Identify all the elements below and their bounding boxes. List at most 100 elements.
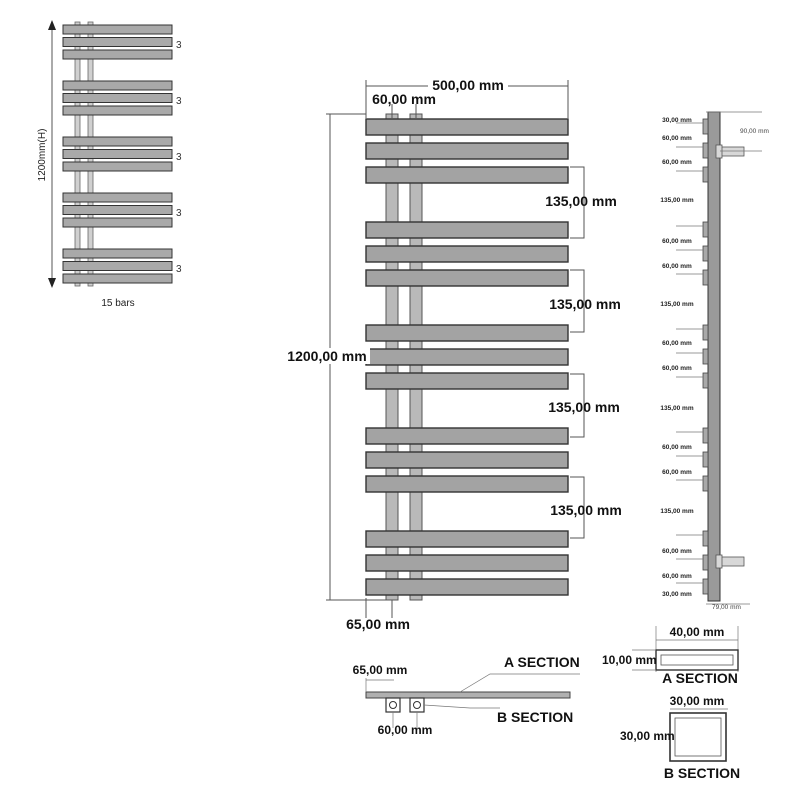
a-section-title: A SECTION: [662, 670, 738, 686]
side-spacing-label: 60,00 mm: [662, 340, 692, 347]
side-spacing-label: 135,00 mm: [660, 508, 693, 515]
front-bar: [365, 166, 569, 184]
thumbnail-bar: [62, 261, 173, 271]
width-dimension: 500,00 mm: [365, 77, 569, 118]
thumbnail-height-arrow: [48, 20, 56, 288]
bottom-offset-label: 65,00 mm: [346, 616, 410, 632]
thumbnail-bar: [62, 24, 173, 35]
side-spacing-label: 60,00 mm: [662, 263, 692, 270]
width-label: 500,00 mm: [432, 77, 504, 93]
side-bar-stub: [702, 166, 709, 183]
front-bar: [365, 324, 569, 342]
front-bar: [365, 118, 569, 136]
front-bar: [365, 475, 569, 493]
bottom-depth-label: 79,00 mm: [712, 604, 741, 611]
a-section-profile: [655, 649, 739, 671]
side-bar-stub: [702, 475, 709, 492]
thumbnail-bar: [62, 37, 173, 47]
a-section: 40,00 mm 10,00 mm A SECTION: [602, 625, 739, 686]
height-label: 1200,00 mm: [287, 348, 366, 364]
side-spacing-label: 30,00 mm: [662, 591, 692, 598]
thumbnail-bar: [62, 205, 173, 215]
thumbnail-bar: [62, 192, 173, 203]
side-spacing-label: 135,00 mm: [660, 197, 693, 204]
height-dimension: 1200,00 mm: [286, 113, 386, 601]
gap-label: 135,00 mm: [550, 502, 622, 518]
front-bar: [365, 451, 569, 469]
thumbnail-bar: [62, 80, 173, 91]
side-bar-stub: [702, 348, 709, 365]
side-spacing-label: 30,00 mm: [662, 117, 692, 124]
side-bar-stub: [702, 324, 709, 341]
front-bar: [365, 578, 569, 596]
thumbnail-group-counts: 3 3 3 3 3: [176, 40, 182, 275]
front-bar: [365, 554, 569, 572]
thumbnail-bar: [62, 93, 173, 103]
side-bar-stub: [702, 245, 709, 262]
plan-bar: [365, 691, 571, 699]
side-spacing-label: 60,00 mm: [662, 135, 692, 142]
side-bar-stub: [702, 372, 709, 389]
pipe-spacing-dimension: 60,00 mm: [372, 91, 436, 118]
gap-label: 135,00 mm: [545, 193, 617, 209]
side-bar-stub: [702, 118, 709, 135]
side-spacing-label: 60,00 mm: [662, 159, 692, 166]
side-bar-stub: [702, 269, 709, 286]
b-section-height-label: 30,00 mm: [620, 729, 675, 743]
front-view: 500,00 mm 60,00 mm 1200,00 mm 65,00 mm 1…: [286, 77, 622, 632]
group-count: 3: [176, 208, 182, 219]
side-spacing-label: 60,00 mm: [662, 238, 692, 245]
top-depth-label: 90,00 mm: [740, 128, 769, 135]
front-bar: [365, 372, 569, 390]
plan-offset-label: 65,00 mm: [353, 663, 408, 677]
plan-pipe-left: [385, 697, 401, 713]
a-section-pointer: A SECTION: [504, 654, 580, 670]
group-count: 3: [176, 264, 182, 275]
gap-label: 135,00 mm: [549, 296, 621, 312]
plan-pipe-label: 60,00 mm: [378, 723, 433, 737]
side-spacing-label: 60,00 mm: [662, 469, 692, 476]
side-bar-stub: [702, 578, 709, 595]
thumbnail-bar: [62, 273, 173, 284]
side-bar-stub: [702, 554, 709, 571]
plan-view: 65,00 mm 60,00 mm A SECTION B SECTION: [353, 654, 580, 737]
thumbnail-bar: [62, 136, 173, 147]
thumbnail-bar: [62, 217, 173, 228]
thumbnail-bar: [62, 248, 173, 259]
b-section-title: B SECTION: [664, 765, 740, 781]
thumbnail-bars: [62, 24, 173, 284]
gap-label: 135,00 mm: [548, 399, 620, 415]
a-section-width-label: 40,00 mm: [670, 625, 725, 639]
thumbnail-bar: [62, 49, 173, 60]
side-bar-stubs: [676, 118, 709, 595]
side-spacing-label: 60,00 mm: [662, 365, 692, 372]
thumbnail-bar: [62, 161, 173, 172]
side-spacing-label: 60,00 mm: [662, 444, 692, 451]
pipe-spacing-label: 60,00 mm: [372, 91, 436, 107]
side-panel: [707, 111, 721, 602]
front-bar: [365, 269, 569, 287]
side-spacing-labels: 30,00 mm 60,00 mm 60,00 mm 135,00 mm 60,…: [660, 117, 693, 598]
b-section-profile: [669, 712, 727, 762]
thumbnail-bar: [62, 105, 173, 116]
bottom-offset-dimension: 65,00 mm: [346, 598, 410, 632]
front-bar: [365, 245, 569, 263]
side-spacing-label: 60,00 mm: [662, 548, 692, 555]
side-bar-stub: [702, 221, 709, 238]
a-section-height-label: 10,00 mm: [602, 653, 657, 667]
thumbnail-height-label: 1200mm(H): [37, 129, 48, 182]
group-count: 3: [176, 152, 182, 163]
front-bar: [365, 348, 569, 366]
side-bar-stub: [702, 451, 709, 468]
side-spacing-label: 135,00 mm: [660, 301, 693, 308]
group-count: 3: [176, 40, 182, 51]
side-view: 90,00 mm 79,00 mm 30,00 mm 60,00 mm 60,0…: [660, 111, 769, 611]
front-bar: [365, 142, 569, 160]
side-bar-stub: [702, 530, 709, 547]
top-valve: 90,00 mm: [706, 111, 769, 159]
front-bar: [365, 221, 569, 239]
b-section: 30,00 mm 30,00 mm B SECTION: [620, 694, 740, 781]
side-bar-stub: [702, 142, 709, 159]
front-bars: [365, 118, 569, 596]
